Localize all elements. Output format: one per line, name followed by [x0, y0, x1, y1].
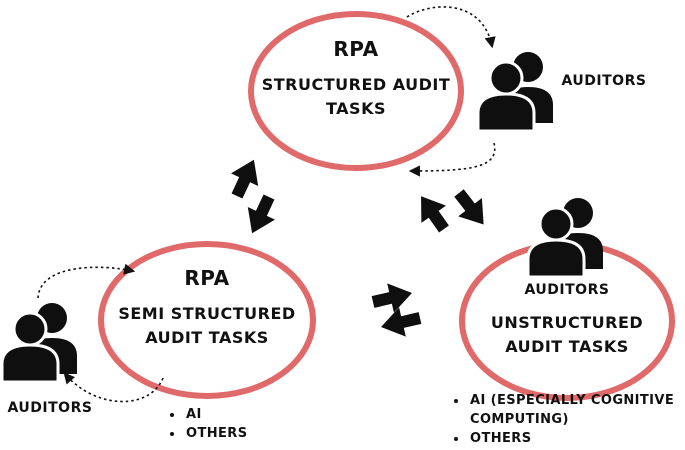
arrow-semi-to-unstructured [369, 278, 416, 317]
structured-tasks-ellipse [248, 11, 464, 171]
auditors-unstructured-icon [526, 196, 605, 279]
semi-structured-tasks-ellipse [98, 241, 316, 399]
unstructured-tools-list: AI (ESPECIALLY COGNITIVE COMPUTING) OTHE… [452, 392, 685, 449]
dotted-arrow-top-out [408, 142, 496, 177]
auditors-bottom-left-label: AUDITORS [7, 400, 93, 416]
auditors-bottom-left-icon [0, 301, 79, 384]
dotted-arrow-left-out [63, 372, 164, 403]
semi-title-line2: AUDIT TASKS [145, 328, 269, 347]
structured-rpa-heading: RPA [333, 37, 379, 61]
list-item: AI [184, 406, 247, 425]
arrow-structured-to-semi [238, 190, 283, 240]
unstructured-auditors-label: AUDITORS [524, 282, 610, 298]
structured-title-line1: STRUCTURED AUDIT [261, 75, 451, 94]
list-item: OTHERS [184, 425, 247, 444]
list-item: OTHERS [468, 430, 685, 449]
arrow-unstructured-to-structured [408, 187, 457, 238]
dotted-arrow-left-in [37, 263, 136, 299]
semi-title-line1: SEMI STRUCTURED [118, 304, 296, 323]
list-item: AI (ESPECIALLY COGNITIVE COMPUTING) [468, 392, 685, 430]
arrow-unstructured-to-semi [377, 303, 424, 342]
structured-title-line2: TASKS [326, 99, 386, 118]
auditors-top-right-icon [476, 50, 555, 133]
arrow-semi-to-structured [223, 153, 268, 203]
unstructured-title-line1: UNSTRUCTURED [490, 313, 644, 332]
semi-rpa-heading: RPA [184, 266, 230, 290]
arrow-structured-to-unstructured [447, 183, 496, 234]
unstructured-title-line2: AUDIT TASKS [505, 337, 629, 356]
auditors-top-right-label: AUDITORS [561, 73, 647, 89]
semi-tools-list: AI OTHERS [168, 406, 247, 444]
